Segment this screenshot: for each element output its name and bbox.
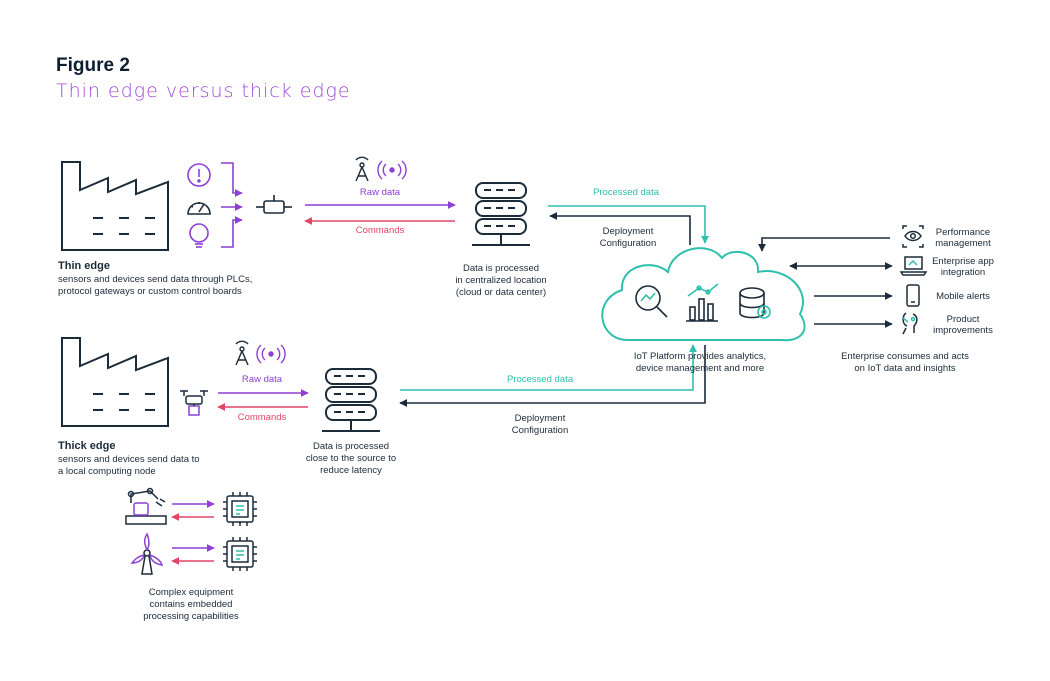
thin-edge-desc-line-1: sensors and devices send data through PL…: [58, 274, 253, 285]
plc-gateway-icon: [256, 195, 292, 214]
equipment-caption-3: processing capabilities: [143, 611, 239, 622]
processed-data-bottom-label: Processed data: [506, 374, 573, 385]
equipment-caption-2: contains embedded: [149, 599, 233, 610]
figure-subtitle: Thin edge versus thick edge: [56, 80, 351, 102]
laptop-icon: [899, 256, 928, 276]
phone-icon: [906, 284, 920, 307]
thick-server-caption-3: reduce latency: [320, 465, 382, 476]
database-gear-icon: [739, 287, 771, 319]
thick-commands-label: Commands: [237, 412, 287, 423]
deployment-bottom-line-2: Configuration: [511, 425, 569, 436]
processed-data-top-label: Processed data: [592, 187, 659, 198]
thick-server-caption-2: close to the source to: [305, 453, 397, 464]
enterprise-item-1-line-1: Performance: [935, 227, 991, 238]
enterprise-item-4-line-2: improvements: [933, 325, 993, 336]
deployment-top-line-1: Deployment: [602, 226, 654, 237]
enterprise-item-1-line-2: management: [935, 238, 991, 249]
thick-edge-title: Thick edge: [58, 440, 116, 452]
processed-data-top-arrow: [548, 205, 709, 244]
cloud-icon: [601, 247, 806, 342]
thin-commands-label: Commands: [355, 225, 405, 236]
figure-label: Figure 2: [56, 55, 130, 76]
analytics-search-icon: [635, 285, 668, 318]
deployment-top-line-2: Configuration: [599, 238, 657, 249]
gauge-sensor-icon: [187, 202, 211, 215]
bar-chart-icon: [686, 283, 719, 322]
eye-icon: [902, 225, 924, 248]
thick-edge-desc-line-2: a local computing node: [58, 466, 156, 477]
cloud-caption-2: device management and more: [635, 363, 765, 374]
enterprise-item-4-line-1: Product: [946, 314, 980, 325]
wireless-icon: [256, 344, 286, 364]
deployment-bottom-arrow: [399, 345, 706, 407]
thin-server-caption-1: Data is processed: [462, 263, 540, 274]
enterprise-item-3-line-1: Mobile alerts: [936, 291, 990, 302]
cloud-caption-1: IoT Platform provides analytics,: [633, 351, 767, 362]
server-icon: [472, 182, 530, 246]
server-icon: [322, 368, 380, 432]
antenna-icon: [235, 340, 249, 366]
thick-edge-desc-line-1: sensors and devices send data to: [58, 454, 200, 465]
thin-server-caption-2: in centralized location: [455, 275, 547, 286]
thin-edge-title: Thin edge: [58, 260, 110, 272]
thick-server-caption-1: Data is processed: [312, 441, 390, 452]
thin-raw-data-label: Raw data: [359, 187, 401, 198]
factory-icon: [61, 337, 169, 427]
lightbulb-sensor-icon: [189, 223, 209, 248]
chip-icon: [223, 492, 257, 526]
factory-icon: [61, 161, 169, 251]
alert-sensor-icon: [187, 163, 211, 187]
enterprise-caption-1: Enterprise consumes and acts: [841, 351, 969, 362]
enterprise-item-2-line-2: integration: [940, 267, 986, 278]
thin-edge-desc-line-2: protocol gateways or custom control boar…: [58, 286, 242, 297]
chip-icon: [223, 537, 257, 571]
thick-raw-data-label: Raw data: [241, 374, 283, 385]
enterprise-item-2-line-1: Enterprise app: [932, 256, 994, 267]
equipment-caption-1: Complex equipment: [148, 587, 234, 598]
robot-arm-icon: [125, 487, 167, 525]
antenna-icon: [355, 156, 369, 182]
deployment-top-arrow: [549, 212, 691, 245]
wireless-icon: [377, 160, 407, 180]
deployment-bottom-line-1: Deployment: [514, 413, 566, 424]
sensor-arrows: [221, 162, 243, 248]
thin-server-caption-3: (cloud or data center): [455, 287, 547, 298]
enterprise-caption-2: on IoT data and insights: [854, 363, 956, 374]
idea-icon: [902, 312, 918, 335]
wind-turbine-icon: [130, 532, 164, 575]
processed-data-bottom-arrow: [400, 344, 697, 391]
performance-feedback-arrow: [758, 237, 890, 252]
drone-icon: [180, 390, 208, 416]
